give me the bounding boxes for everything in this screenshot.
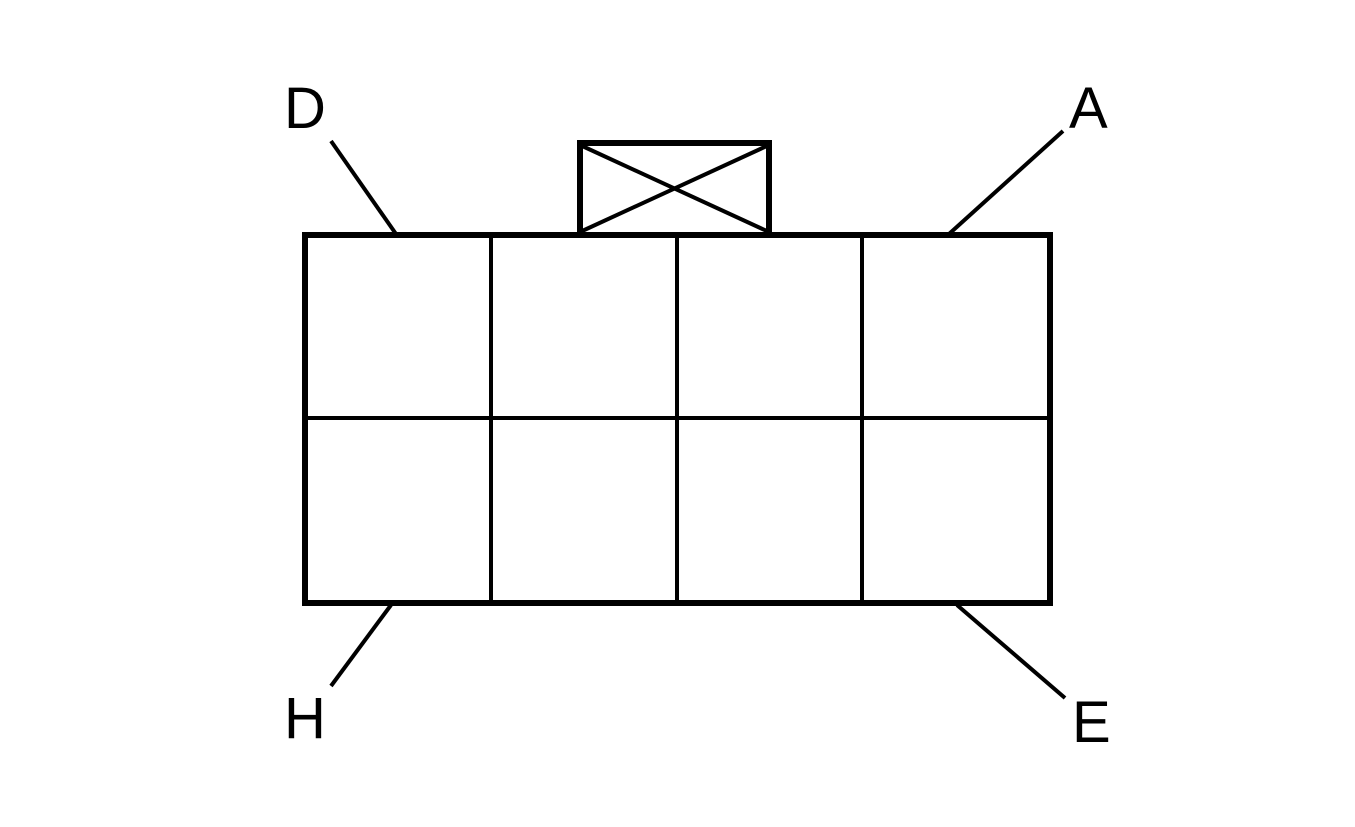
locking-tab — [577, 140, 772, 234]
pin-label-a: A — [1069, 76, 1108, 141]
leader-line-d — [329, 139, 398, 236]
leader-line-a — [947, 129, 1065, 236]
pin-label-e: E — [1072, 690, 1111, 755]
leader-lines — [329, 129, 1067, 700]
pin-label-d: D — [284, 76, 326, 141]
leader-line-h — [329, 603, 393, 688]
cavity-grid — [305, 235, 1050, 603]
leader-line-e — [955, 603, 1067, 700]
pin-label-h: H — [284, 686, 326, 751]
